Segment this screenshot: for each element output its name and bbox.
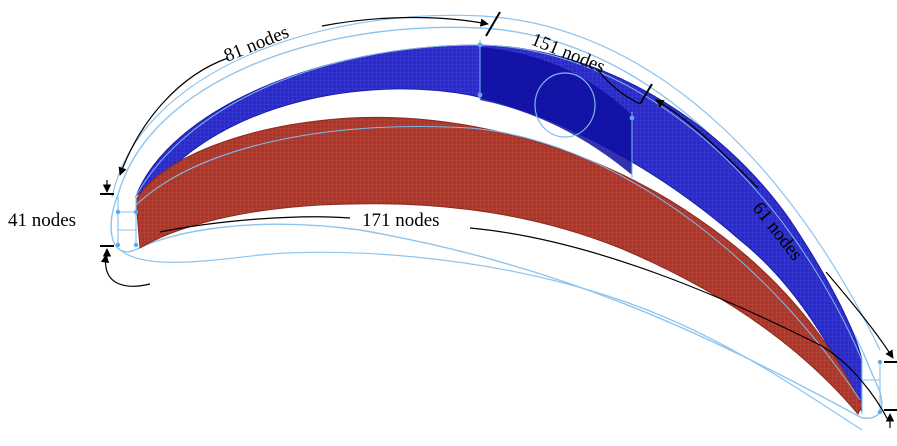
label-171-nodes: 171 nodes [362, 210, 440, 231]
node-dot [477, 92, 483, 98]
label-41-nodes: 41 nodes [8, 210, 76, 231]
outer-envelope-line [110, 26, 883, 419]
arrow-171-nodes-left-tail [100, 254, 151, 287]
arrow-61-nodes-bottom [825, 271, 894, 359]
lower-mesh-band [135, 116, 863, 415]
arrow-61-nodes-top [655, 99, 759, 189]
tick-mark [639, 83, 653, 105]
outer-envelope-line-2 [111, 14, 881, 351]
arrow-151-nodes [597, 69, 641, 105]
tick-mark [485, 11, 501, 37]
node-dot [629, 115, 635, 121]
node-dot [477, 42, 483, 48]
arrow-171-nodes-right [469, 227, 889, 421]
right-end-block [861, 359, 883, 415]
label-81-nodes: 81 nodes [221, 22, 292, 67]
inner-outline-line-2 [135, 44, 863, 361]
inner-outline-line [135, 126, 861, 401]
mesh-oval-feature [534, 72, 596, 138]
left-end-block [115, 195, 139, 248]
upper-mesh-dense-block [480, 47, 632, 175]
arrow-81-nodes-left [118, 57, 229, 176]
arrow-81-nodes-right [321, 16, 489, 27]
outer-envelope-line-3 [117, 247, 863, 431]
arrow-171-nodes-left [159, 216, 351, 233]
